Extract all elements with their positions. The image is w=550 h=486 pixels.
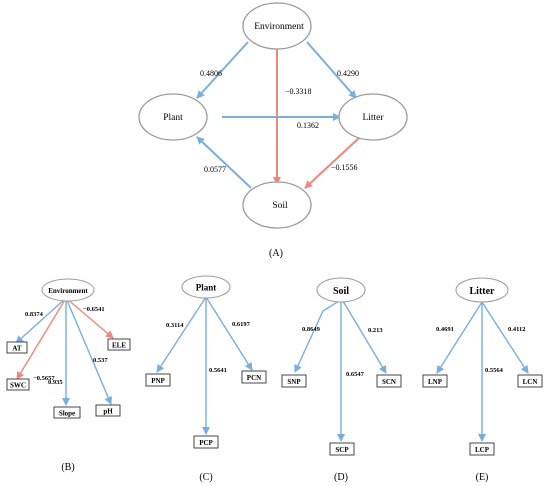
box-lnp-label: LNP [428, 378, 443, 386]
box-pcn [241, 370, 267, 384]
coef-d-scn: 0.213 [368, 327, 383, 334]
arrow-soil-scn [342, 300, 387, 374]
coef-b-at: 0.8374 [25, 311, 44, 318]
box-at [6, 341, 28, 354]
panel-b-label: (B) [61, 462, 74, 473]
panel-e-label: (E) [476, 472, 489, 483]
box-ele-label: ELE [112, 342, 126, 350]
box-slope-label: Slope [59, 410, 75, 418]
coef-e-lnp: 0.4691 [436, 326, 454, 333]
coef-e-lcn: 0.4112 [508, 326, 526, 333]
panel-a: Environment Plant Litter Soil 0.4806 0.4… [138, 2, 408, 259]
arrow-soil-snp-2 [294, 310, 324, 373]
arrow-env-ele [65, 297, 114, 339]
coef-litter-soil: −0.1556 [331, 163, 358, 172]
box-slope [53, 406, 81, 419]
path-litter-to-soil [304, 137, 360, 189]
box-swc [6, 378, 30, 391]
arrow-env-ph [65, 297, 112, 405]
box-ph [95, 404, 121, 417]
box-pcn-label: PCN [247, 374, 261, 382]
box-scp [329, 442, 355, 456]
box-pcp-label: PCP [199, 439, 213, 447]
box-snp-label: SNP [287, 378, 301, 386]
box-pcp [193, 435, 219, 449]
panel-b-root-shape [41, 278, 95, 302]
panel-c-label: (C) [199, 472, 212, 483]
coef-c-pnp: 0.3114 [166, 322, 184, 329]
box-pnp-label: PNP [151, 377, 165, 385]
panel-e: Litter LNP LCP LCN 0.4691 0.5564 0.4112 … [422, 277, 543, 483]
coef-e-lcp: 0.5564 [485, 367, 504, 374]
arrow-env-at [15, 297, 67, 344]
node-litter-shape [338, 93, 408, 141]
node-plant-shape [138, 93, 208, 141]
box-scn [376, 374, 402, 388]
box-swc-label: SWC [10, 382, 26, 390]
panel-c-root-label: Plant [196, 283, 217, 293]
box-snp [281, 374, 307, 388]
coef-plant-litter: 0.1362 [297, 121, 319, 130]
box-ele [107, 338, 131, 351]
node-soil-label: Soil [272, 201, 288, 211]
coef-b-swc: −0.5657 [33, 375, 55, 382]
coef-env-soil: −0.3318 [285, 87, 312, 96]
arrow-plant-pcn [205, 296, 253, 371]
panel-c-root-shape [181, 275, 231, 299]
path-env-to-litter [306, 41, 357, 99]
box-lcp [469, 442, 495, 456]
box-lcn-label: LCN [523, 378, 538, 386]
panel-e-root-label: Litter [470, 286, 496, 297]
box-at-label: AT [12, 345, 22, 353]
panel-b-root-label: Environment [48, 287, 88, 295]
node-litter-label: Litter [362, 113, 384, 123]
coef-c-pcp: 0.5641 [209, 367, 227, 374]
node-environment-shape [242, 2, 312, 50]
box-scn-label: SCN [382, 378, 396, 386]
node-plant-label: Plant [163, 113, 183, 123]
panel-b: Environment AT SWC Slope pH ELE 0.8374 −… [6, 278, 131, 473]
path-env-to-plant [196, 41, 249, 99]
coef-env-litter: 0.4290 [337, 69, 359, 78]
panel-e-root-shape [455, 277, 509, 303]
box-lcp-label: LCP [475, 446, 490, 454]
coef-b-slope: 0.935 [48, 379, 63, 386]
path-soil-to-plant [196, 136, 252, 189]
box-ph-label: pH [103, 408, 113, 416]
coef-env-plant: 0.4806 [200, 69, 222, 78]
panel-d: Soil SNP SCP SCN 0.8649 0.6547 0.213 (D) [281, 277, 402, 483]
coef-b-ele: −0.6541 [83, 306, 105, 313]
box-lcn [517, 374, 543, 388]
coef-b-ph: 0.537 [93, 357, 108, 364]
node-environment-label: Environment [254, 22, 304, 32]
arrow-litter-lnp [436, 301, 483, 374]
arrow-soil-snp [322, 300, 340, 312]
panel-d-root-shape [316, 277, 366, 303]
coef-c-pcn: 0.6197 [232, 321, 251, 328]
node-soil-shape [242, 181, 312, 229]
arrow-litter-lcn [481, 301, 529, 374]
box-pnp [145, 373, 171, 387]
coef-d-snp: 0.8649 [302, 326, 321, 333]
panel-d-root-label: Soil [333, 286, 349, 297]
coef-d-scp: 0.6547 [346, 371, 365, 378]
arrow-env-swc [16, 297, 67, 380]
panel-d-label: (D) [334, 472, 348, 483]
panel-a-label: (A) [269, 248, 283, 259]
coef-soil-plant: 0.0577 [204, 165, 226, 174]
panel-c: Plant PNP PCP PCN 0.3114 0.5641 0.6197 (… [145, 275, 267, 483]
box-scp-label: SCP [335, 446, 349, 454]
arrow-plant-pnp [156, 296, 207, 373]
box-lnp [422, 374, 448, 388]
